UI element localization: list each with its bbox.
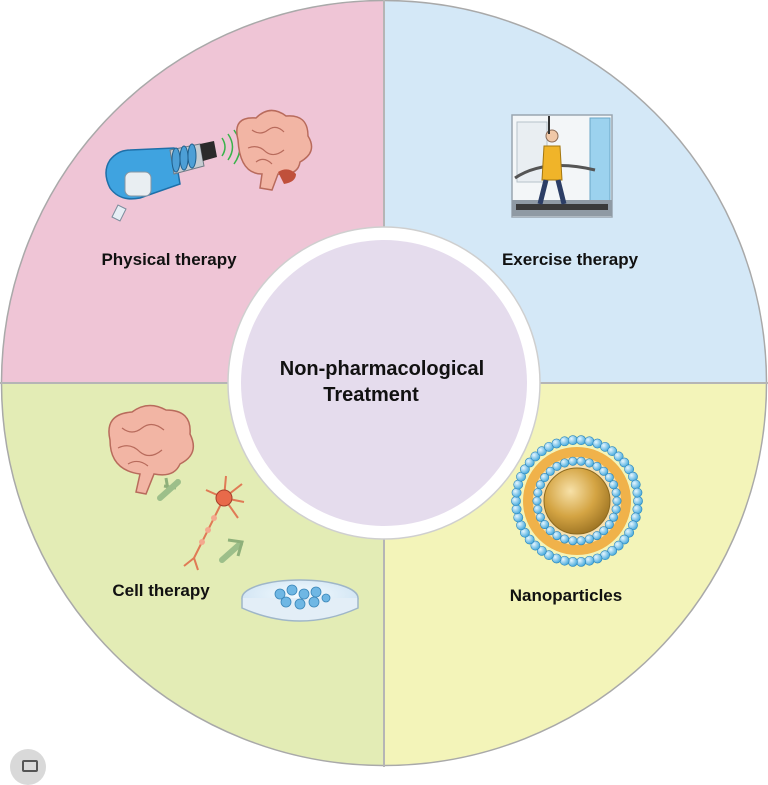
lipid-bead <box>535 480 545 490</box>
lipid-bead <box>568 536 578 546</box>
lipid-bead <box>632 504 643 515</box>
lipid-bead <box>533 488 543 498</box>
inner-lipid-layer <box>532 456 622 546</box>
lipid-bead <box>584 458 594 468</box>
lipid-bead <box>611 504 621 514</box>
lipid-bead <box>511 504 522 515</box>
lipid-bead <box>536 446 547 457</box>
lipid-bead <box>535 512 545 522</box>
center-title-line2: Treatment <box>323 384 419 406</box>
outer-lipid-layer <box>511 435 643 567</box>
lipid-bead <box>632 487 643 498</box>
lipid-bead <box>545 526 555 536</box>
lipid-bead <box>599 526 609 536</box>
lipid-bead <box>633 496 643 506</box>
lipid-bead <box>592 461 602 471</box>
lipid-bead <box>530 451 541 462</box>
exercise-therapy-label: Exercise therapy <box>502 250 639 269</box>
lipid-bead <box>584 555 595 566</box>
lipid-bead <box>511 487 522 498</box>
lipid-bead <box>604 472 614 482</box>
lipid-bead <box>576 536 586 546</box>
physical-therapy-label: Physical therapy <box>101 250 237 269</box>
lipid-bead <box>613 540 624 551</box>
brain-neuron-petri-dish-icon <box>108 404 359 622</box>
lipid-bead <box>530 540 541 551</box>
lipid-bead <box>599 466 609 476</box>
lipid-bead <box>552 531 562 541</box>
lipid-bead <box>624 527 635 538</box>
lipid-bead <box>544 550 554 561</box>
lipid-bead <box>619 457 630 468</box>
lipid-bead <box>559 436 570 447</box>
lipid-bead <box>576 456 586 466</box>
treadmill-walker-icon <box>511 114 613 218</box>
lipid-bead <box>560 458 570 468</box>
lipid-bead <box>612 496 622 506</box>
lipid-bead <box>607 545 618 556</box>
lipid-bead <box>609 480 619 490</box>
lipid-bead <box>540 472 550 482</box>
lipid-bead <box>532 496 542 506</box>
lipid-bead <box>576 556 587 567</box>
lipid-bead <box>519 464 530 475</box>
lipid-bead <box>613 451 624 462</box>
lipid-bead <box>513 512 524 523</box>
lipid-bead <box>567 435 578 446</box>
lipid-bead <box>592 531 602 541</box>
lipid-bead <box>584 534 594 544</box>
lipid-bead <box>619 534 630 545</box>
lipid-bead <box>604 520 614 530</box>
lipid-bead <box>545 466 555 476</box>
nanoparticles-label: Nanoparticles <box>510 586 622 605</box>
lipid-bead <box>576 435 587 446</box>
lipid-bead <box>607 446 618 457</box>
lipid-bead <box>567 556 578 567</box>
lipid-bead <box>511 496 521 506</box>
lipid-bead <box>524 457 535 468</box>
center-circle <box>241 240 527 526</box>
cell-therapy-label: Cell therapy <box>112 581 210 600</box>
nanoparticle-liposome-icon <box>511 435 643 567</box>
shockwave-device-brain-icon <box>105 109 313 222</box>
lipid-bead <box>540 520 550 530</box>
lipid-bead <box>552 461 562 471</box>
lipid-bead <box>536 545 547 556</box>
center-title-line1: Non-pharmacological <box>280 358 484 380</box>
corner-badge-icon[interactable] <box>10 749 46 785</box>
lipid-bead <box>533 504 543 514</box>
lipid-bead <box>609 512 619 522</box>
treatment-wheel-diagram: Non-pharmacological Treatment Physical t… <box>0 0 768 767</box>
lipid-bead <box>600 441 610 452</box>
lipid-bead <box>568 456 578 466</box>
lipid-bead <box>524 534 535 545</box>
lipid-bead <box>560 534 570 544</box>
lipid-bead <box>630 479 641 490</box>
lipid-bead <box>611 488 621 498</box>
